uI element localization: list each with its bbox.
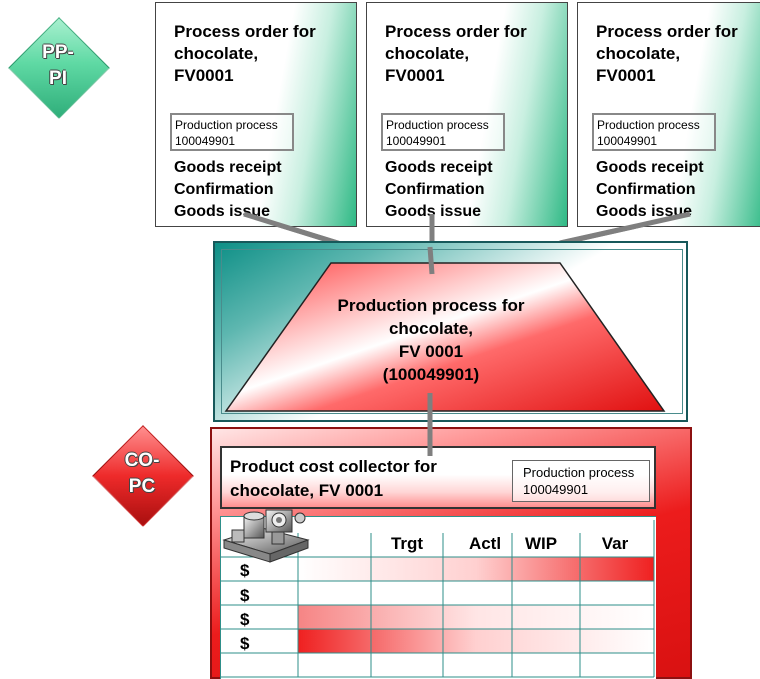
process-order-title: Process order for chocolate, FV0001: [596, 22, 738, 85]
step-goods-issue: Goods issue: [385, 203, 482, 220]
process-order-title: Process order for chocolate, FV0001: [174, 22, 316, 85]
process-order-steps: Goods receipt Confirmation Goods issue: [596, 157, 704, 223]
process-order-card: Process order for chocolate, FV0001 Prod…: [577, 2, 760, 227]
production-process-box: Production process 100049901: [170, 113, 294, 151]
co-pc-badge-label: CO- PC: [124, 450, 160, 497]
step-goods-receipt: Goods receipt: [174, 159, 282, 176]
pp-pi-badge-label: PP- PI: [42, 42, 74, 89]
cost-collector-title: Product cost collector for chocolate, FV…: [230, 457, 437, 500]
process-order-steps: Goods receipt Confirmation Goods issue: [385, 157, 493, 223]
production-process-label: Production process for chocolate, FV 000…: [337, 296, 525, 384]
machine-icon: [222, 509, 310, 563]
production-process-panel-inner: [221, 249, 683, 414]
process-order-card: Process order for chocolate, FV0001 Prod…: [155, 2, 357, 227]
cost-row-label: $: [240, 634, 250, 653]
process-order-steps: Goods receipt Confirmation Goods issue: [174, 157, 282, 223]
cost-row-label: $: [240, 610, 250, 629]
step-goods-issue: Goods issue: [596, 203, 693, 220]
step-goods-receipt: Goods receipt: [385, 159, 493, 176]
production-process-box: Production process 100049901: [592, 113, 716, 151]
column-header-trgt: Trgt: [390, 534, 424, 553]
column-header-var: Var: [601, 534, 629, 553]
column-header-actl: Actl: [468, 534, 502, 553]
step-confirmation: Confirmation: [385, 181, 485, 198]
cost-row-label: $: [240, 586, 250, 605]
process-order-title: Process order for chocolate, FV0001: [385, 22, 527, 85]
collector-production-process-box: Production process 100049901: [512, 460, 650, 502]
cost-row-label: $: [240, 561, 250, 580]
column-header-wip: WIP: [524, 534, 558, 553]
step-goods-receipt: Goods receipt: [596, 159, 704, 176]
process-order-card: Process order for chocolate, FV0001 Prod…: [366, 2, 568, 227]
production-process-box: Production process 100049901: [381, 113, 505, 151]
step-confirmation: Confirmation: [174, 181, 274, 198]
step-confirmation: Confirmation: [596, 181, 696, 198]
